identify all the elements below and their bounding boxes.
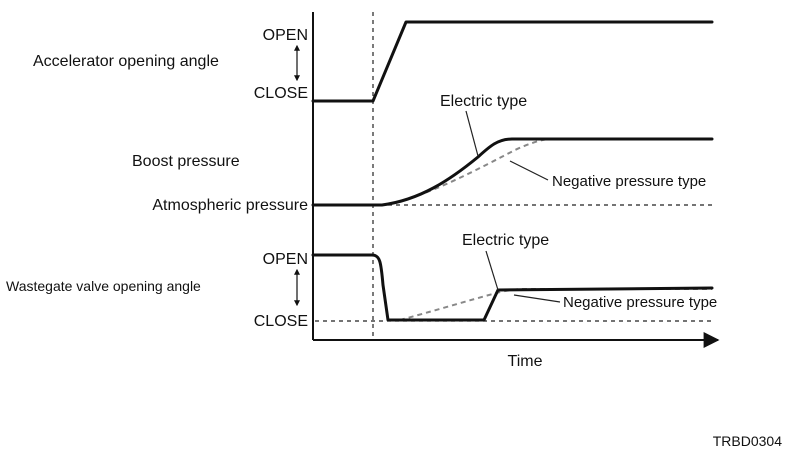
wastegate-negative-leader bbox=[513, 294, 561, 303]
wastegate-negative-curve bbox=[399, 288, 712, 321]
time-axis-label: Time bbox=[508, 353, 543, 370]
boost-negative-curve bbox=[382, 138, 712, 206]
boost-label: Boost pressure bbox=[132, 153, 240, 170]
boost-electric-leader bbox=[465, 110, 479, 157]
wastegate-open-label: OPEN bbox=[263, 251, 308, 268]
wastegate-electric-curve bbox=[311, 253, 714, 322]
boost-electric-label: Electric type bbox=[440, 93, 527, 110]
accelerator-section: OPEN Accelerator opening angle CLOSE bbox=[33, 20, 714, 103]
wastegate-label: Wastegate valve opening angle bbox=[6, 278, 201, 294]
accelerator-close-label: CLOSE bbox=[254, 85, 308, 102]
boost-section: Boost pressure Atmospheric pressure Elec… bbox=[132, 93, 714, 214]
boost-negative-label: Negative pressure type bbox=[552, 173, 706, 190]
atmospheric-pressure-label: Atmospheric pressure bbox=[152, 197, 308, 214]
wastegate-electric-label: Electric type bbox=[462, 232, 549, 249]
boost-electric-curve bbox=[311, 137, 714, 207]
accelerator-curve bbox=[311, 20, 714, 103]
wastegate-section: OPEN Wastegate valve opening angle CLOSE… bbox=[6, 232, 717, 330]
wastegate-close-label: CLOSE bbox=[254, 313, 308, 330]
boost-negative-leader bbox=[509, 160, 549, 181]
accelerator-label: Accelerator opening angle bbox=[33, 53, 219, 70]
accelerator-open-label: OPEN bbox=[263, 27, 308, 44]
wastegate-negative-label: Negative pressure type bbox=[563, 294, 717, 311]
wastegate-electric-leader bbox=[485, 250, 499, 291]
figure-code: TRBD0304 bbox=[713, 433, 782, 449]
